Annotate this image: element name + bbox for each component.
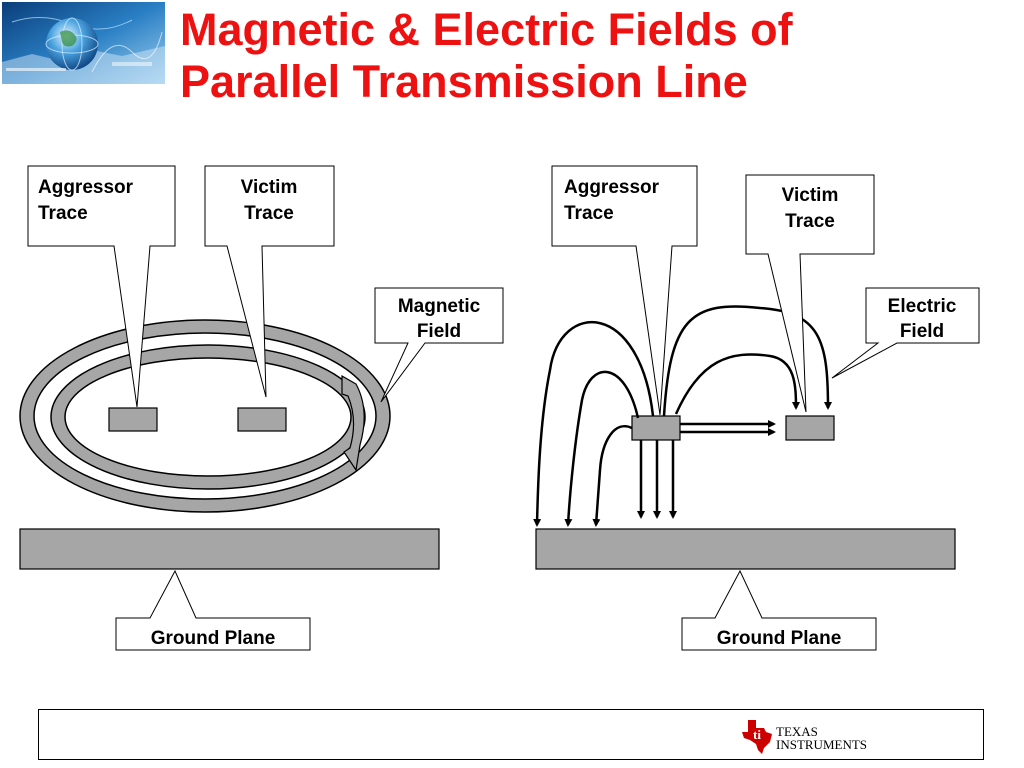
title-line-1: Magnetic & Electric Fields of	[180, 4, 793, 55]
callout-ground-plane-right: Ground Plane	[681, 569, 877, 651]
callout-victim-line1: Victim	[782, 185, 839, 206]
aggressor-trace	[108, 407, 158, 432]
callout-magnetic-field: Magnetic Field	[374, 287, 504, 403]
ground-plane	[19, 528, 440, 570]
magnetic-field-diagram: Aggressor Trace Victim Trace Magnetic Fi…	[19, 165, 504, 651]
callout-aggressor-line2: Trace	[564, 203, 614, 224]
callout-electric-field: Electric Field	[831, 287, 980, 379]
callout-victim-trace: Victim Trace	[204, 165, 335, 398]
slide-title: Magnetic & Electric Fields of Parallel T…	[180, 4, 1010, 108]
callout-magnetic-line2: Field	[417, 321, 461, 342]
title-line-2: Parallel Transmission Line	[180, 56, 748, 107]
electric-field-diagram: Aggressor Trace Victim Trace Electric Fi…	[533, 165, 980, 651]
globe-logo-image	[2, 2, 165, 84]
callout-aggressor-trace: Aggressor Trace	[551, 165, 698, 416]
ground-plane-label-right: Ground Plane	[717, 628, 842, 649]
callout-aggressor-line1: Aggressor	[38, 177, 134, 198]
magnetic-field-direction-arrow	[341, 374, 365, 472]
callout-aggressor-line1: Aggressor	[564, 177, 660, 198]
texas-state-icon	[742, 720, 772, 754]
callout-victim-trace: Victim Trace	[745, 174, 875, 413]
ground-plane-label-left: Ground Plane	[151, 628, 276, 649]
callout-magnetic-line1: Magnetic	[398, 296, 481, 317]
callout-ground-plane-left: Ground Plane	[115, 569, 311, 651]
callout-electric-line2: Field	[900, 321, 944, 342]
texas-instruments-logo: ti TEXAS INSTRUMENTS	[742, 716, 872, 754]
svg-text:ti: ti	[753, 727, 761, 742]
callout-electric-line1: Electric	[888, 296, 957, 317]
logo-text-texas: TEXAS	[776, 724, 818, 739]
callout-victim-line2: Trace	[244, 203, 294, 224]
callout-victim-line2: Trace	[785, 211, 835, 232]
footer-bar	[38, 709, 984, 760]
aggressor-trace	[631, 415, 681, 441]
victim-trace	[785, 415, 835, 441]
electric-field-lines	[533, 305, 832, 527]
callout-aggressor-line2: Trace	[38, 203, 88, 224]
ground-plane	[535, 528, 956, 570]
victim-trace	[237, 407, 287, 432]
callout-aggressor-trace: Aggressor Trace	[27, 165, 176, 408]
logo-text-instruments: INSTRUMENTS	[776, 737, 867, 752]
callout-victim-line1: Victim	[241, 177, 298, 198]
